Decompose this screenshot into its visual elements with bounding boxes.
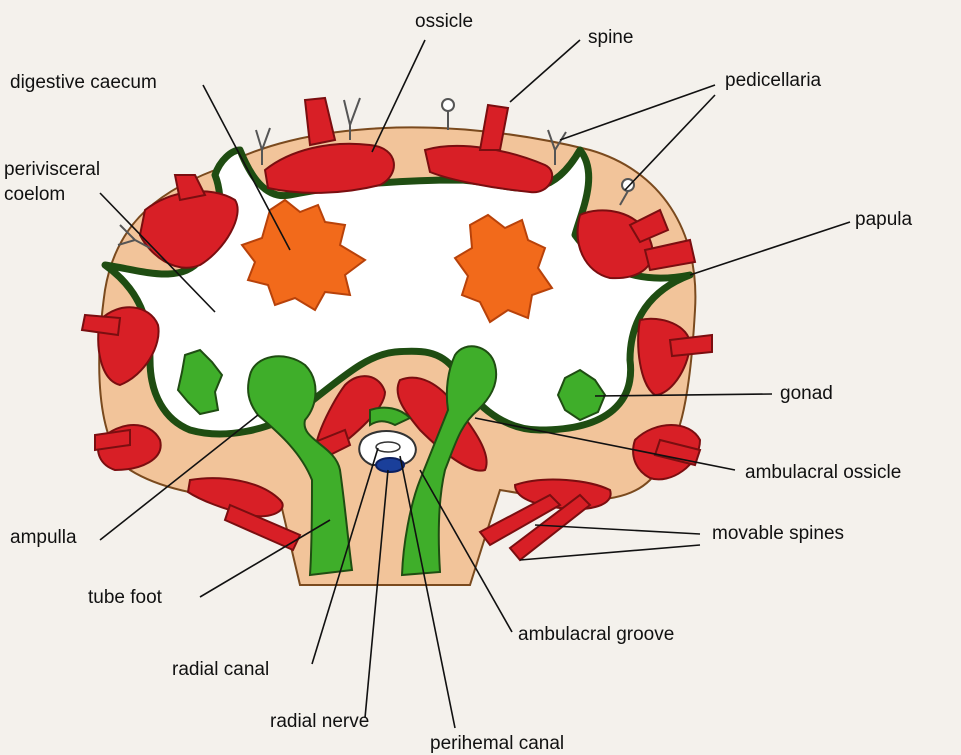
label-papula: papula xyxy=(855,210,912,231)
label-ambulacral-ossicle: ambulacral ossicle xyxy=(745,463,901,484)
label-perihemal-canal: perihemal canal xyxy=(430,734,564,755)
label-movable-spines: movable spines xyxy=(712,524,844,545)
label-perivisceral: perivisceral xyxy=(4,160,100,181)
label-ampulla: ampulla xyxy=(10,528,77,549)
label-tube-foot: tube foot xyxy=(88,588,162,609)
label-spine: spine xyxy=(588,28,633,49)
label-radial-canal: radial canal xyxy=(172,660,269,681)
label-digestive-caecum: digestive caecum xyxy=(10,73,157,94)
label-ambulacral-groove: ambulacral groove xyxy=(518,625,674,646)
label-pedicellaria: pedicellaria xyxy=(725,71,821,92)
label-radial-nerve: radial nerve xyxy=(270,712,369,733)
label-gonad: gonad xyxy=(780,384,833,405)
label-coelom: coelom xyxy=(4,185,65,206)
label-ossicle: ossicle xyxy=(415,12,473,33)
